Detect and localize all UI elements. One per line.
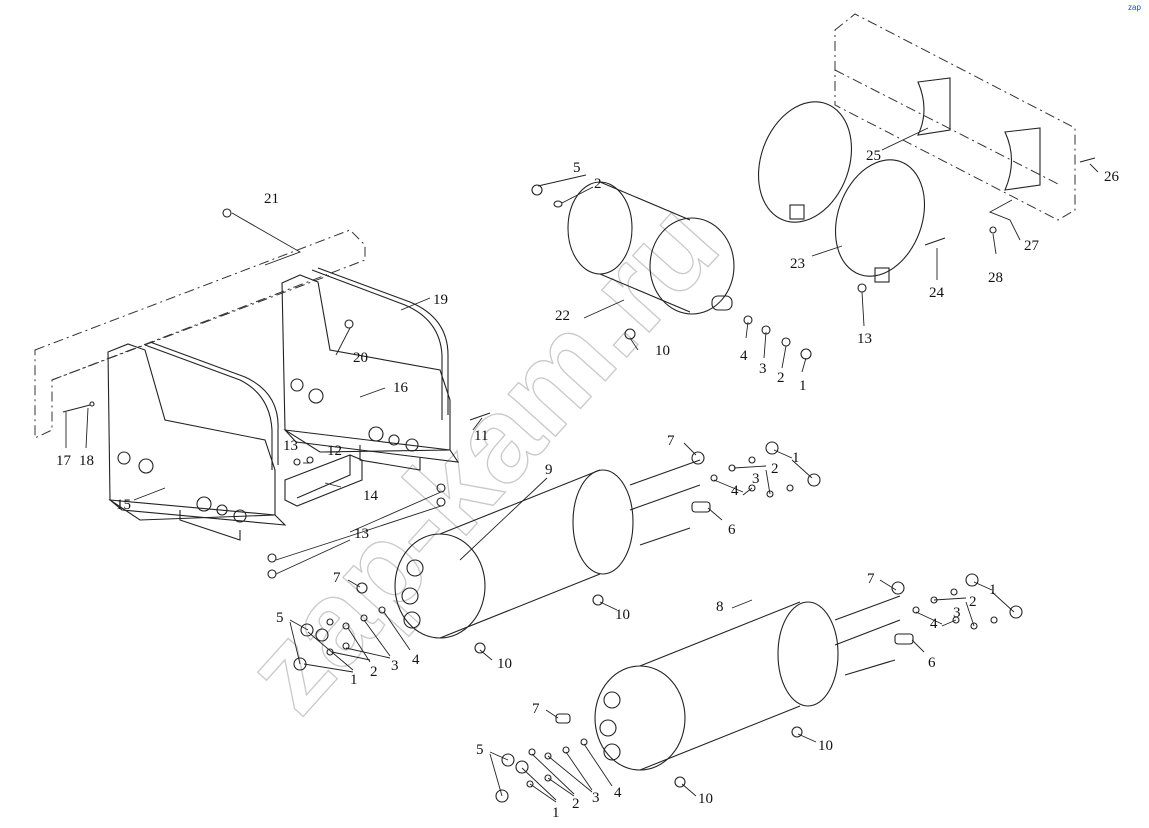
callout-10: 10 xyxy=(818,738,833,754)
callout-3: 3 xyxy=(953,605,961,621)
callout-2: 2 xyxy=(594,176,602,192)
callout-9: 9 xyxy=(545,462,553,478)
callout-4: 4 xyxy=(412,652,420,668)
callout-16: 16 xyxy=(393,380,409,396)
callout-7: 7 xyxy=(333,570,341,586)
callout-10: 10 xyxy=(497,656,512,672)
callout-7: 7 xyxy=(667,433,675,449)
callout-4: 4 xyxy=(930,616,938,632)
callout-7: 7 xyxy=(867,571,875,587)
callout-5: 5 xyxy=(276,610,284,626)
receiver-9 xyxy=(394,459,701,654)
callout-18: 18 xyxy=(79,453,94,469)
callout-6: 6 xyxy=(928,655,936,671)
receiver-8 xyxy=(594,595,901,788)
callout-10: 10 xyxy=(615,607,630,623)
rail-brackets-25 xyxy=(917,77,1096,234)
frame-rail-left xyxy=(34,229,366,439)
callout-17: 17 xyxy=(56,453,72,469)
callout-1: 1 xyxy=(350,672,358,688)
callout-11: 11 xyxy=(474,428,488,444)
callout-23: 23 xyxy=(790,256,805,272)
callout-21: 21 xyxy=(264,191,279,207)
callout-3: 3 xyxy=(592,790,600,806)
callout-3: 3 xyxy=(759,361,767,377)
callout-5: 5 xyxy=(476,742,484,758)
callout-4: 4 xyxy=(614,785,622,801)
callout-12: 12 xyxy=(327,443,342,459)
callout-8: 8 xyxy=(716,599,724,615)
callout-3: 3 xyxy=(752,471,760,487)
callout-1: 1 xyxy=(792,450,800,466)
callout-22: 22 xyxy=(555,308,570,324)
callout-15: 15 xyxy=(116,497,131,513)
bracket-16 xyxy=(281,267,460,471)
callout-2: 2 xyxy=(771,461,779,477)
frame-rail-right xyxy=(834,13,1076,221)
callout-4: 4 xyxy=(731,483,739,499)
fittings-9-right xyxy=(691,441,821,513)
callout-14: 14 xyxy=(363,488,379,504)
callout-25: 25 xyxy=(866,148,881,164)
callout-2: 2 xyxy=(777,370,785,386)
bracket-14 xyxy=(284,454,363,507)
callout-5: 5 xyxy=(573,160,581,176)
callout-7: 7 xyxy=(532,701,540,717)
leader-lines xyxy=(65,127,1099,803)
callout-24: 24 xyxy=(929,285,945,301)
callout-1: 1 xyxy=(552,805,560,821)
bracket-15 xyxy=(107,341,287,541)
callout-10: 10 xyxy=(698,791,713,807)
callout-13: 13 xyxy=(354,526,369,542)
callout-19: 19 xyxy=(433,292,448,308)
callout-1: 1 xyxy=(989,582,997,598)
receiver-22 xyxy=(531,181,812,360)
straps-23 xyxy=(757,101,946,293)
callout-26: 26 xyxy=(1104,169,1120,185)
fittings-8-left xyxy=(495,713,588,803)
callout-2: 2 xyxy=(370,664,378,680)
callout-28: 28 xyxy=(988,270,1003,286)
callout-2: 2 xyxy=(969,594,977,610)
corner-mark: zap xyxy=(1128,3,1141,12)
callout-13: 13 xyxy=(857,331,872,347)
callout-13: 13 xyxy=(283,438,298,454)
callout-3: 3 xyxy=(391,658,399,674)
fittings-8-right xyxy=(891,573,1023,645)
callout-1: 1 xyxy=(799,378,807,394)
callout-4: 4 xyxy=(740,348,748,364)
callout-27: 27 xyxy=(1024,238,1040,254)
callout-10: 10 xyxy=(655,343,670,359)
callout-2: 2 xyxy=(572,796,580,812)
callout-20: 20 xyxy=(353,350,368,366)
callout-6: 6 xyxy=(728,522,736,538)
callout-labels: 21 19 20 16 17 18 15 13 12 14 11 13 5 2 … xyxy=(56,148,1120,821)
